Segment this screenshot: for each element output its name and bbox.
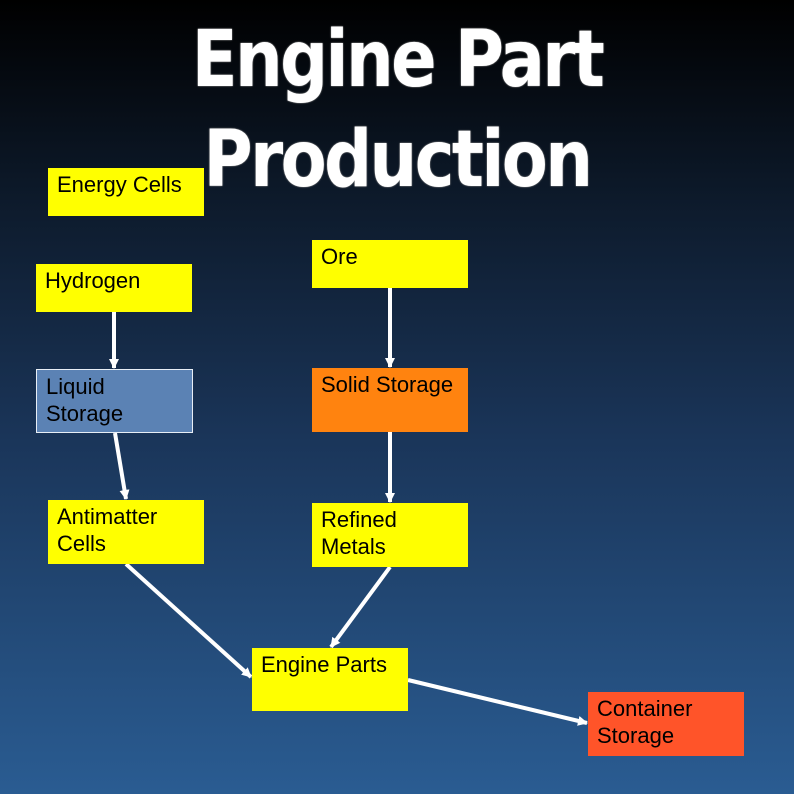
diagram-title: Engine Part Production [191,15,605,205]
node-label: Antimatter Cells [57,504,158,556]
node-refined-metals[interactable]: Refined Metals [312,503,468,567]
node-label: Liquid Storage [46,374,124,426]
node-label: Energy Cells [57,172,182,197]
edge-antimatter-cells-to-engine-parts [124,562,253,679]
node-label: Ore [321,244,358,269]
edge-liquid-storage-to-antimatter-cells [113,432,130,500]
node-hydrogen[interactable]: Hydrogen [36,264,192,312]
node-solid-storage[interactable]: Solid Storage [312,368,468,432]
node-energy-cells[interactable]: Energy Cells [48,168,204,216]
node-ore[interactable]: Ore [312,240,468,288]
node-label: Container Storage [597,696,693,748]
node-label: Refined Metals [321,507,397,559]
node-antimatter-cells[interactable]: Antimatter Cells [48,500,204,564]
edge-refined-metals-to-engine-parts [329,565,392,649]
node-label: Engine Parts [261,652,387,677]
node-container-storage[interactable]: Container Storage [588,692,744,756]
node-liquid-storage[interactable]: Liquid Storage [36,369,193,433]
node-engine-parts[interactable]: Engine Parts [252,648,408,711]
node-label: Solid Storage [321,372,454,397]
node-label: Hydrogen [45,268,141,293]
edge-engine-parts-to-container-storage [407,678,588,726]
